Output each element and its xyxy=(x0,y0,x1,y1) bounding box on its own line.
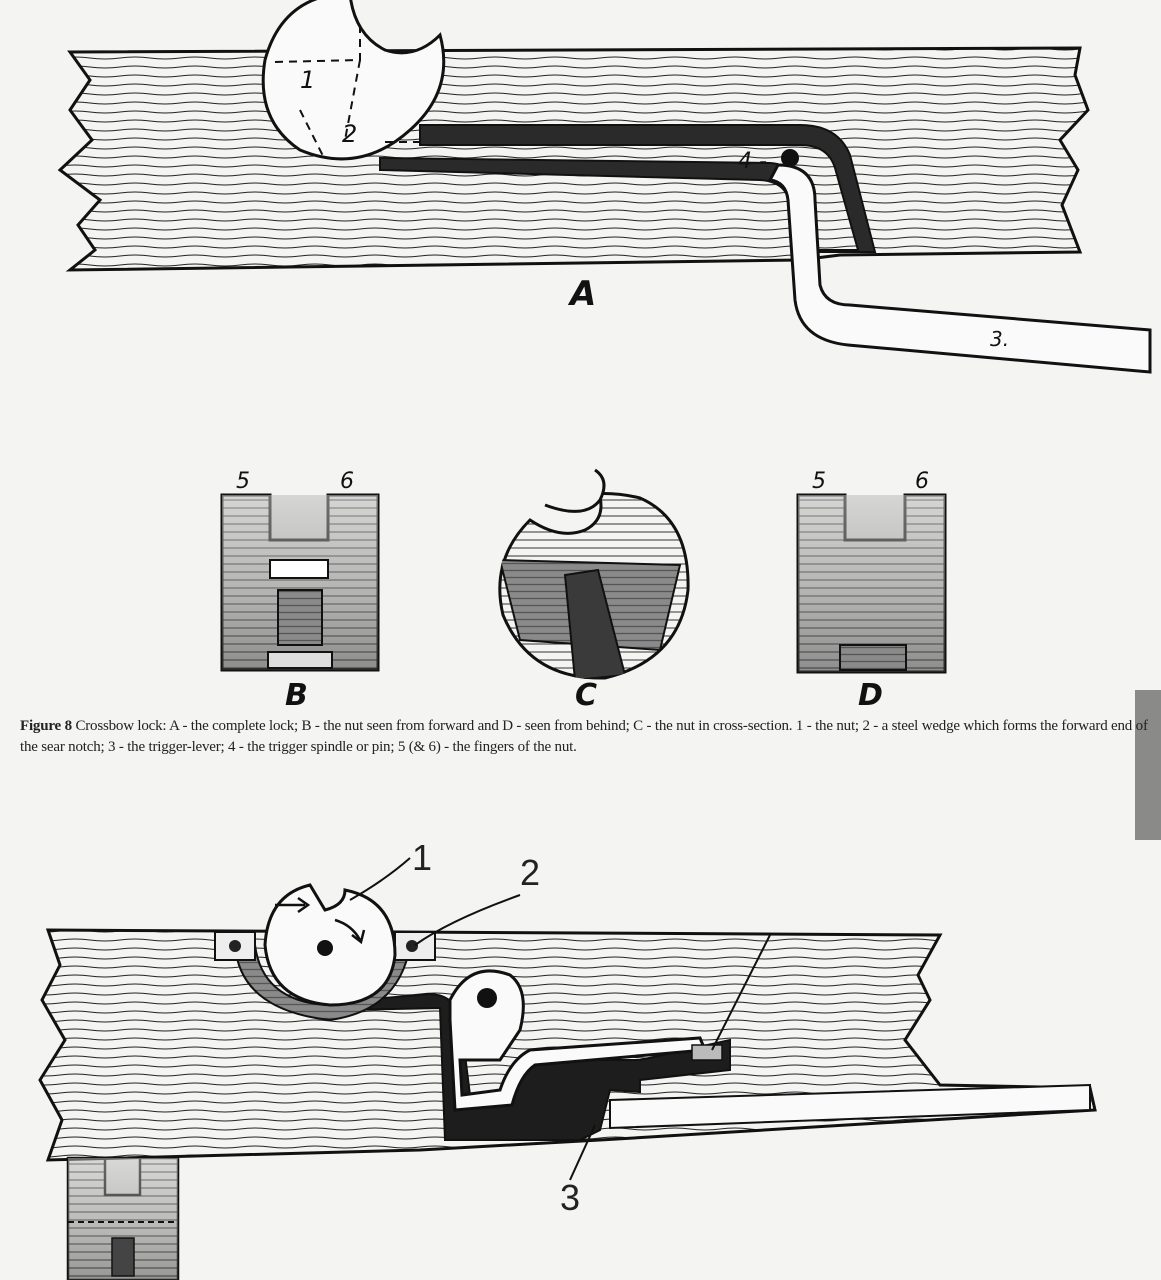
bottom-figure-callout-3: 3 xyxy=(560,1177,580,1218)
figure-d-finger-6: 6 xyxy=(915,469,929,494)
figure-a-callout-4: 4 - xyxy=(738,149,767,174)
figure-b-finger-6: 6 xyxy=(340,469,354,494)
page-edge-shadow xyxy=(1135,690,1161,840)
figure-a-nut xyxy=(261,0,446,161)
figure-d-finger-5: 5 xyxy=(812,469,826,494)
figure-a-label: A xyxy=(567,274,596,314)
bottom-figure-arrow-rotate xyxy=(334,918,366,945)
figure-a-callout-1: 1 xyxy=(300,66,315,94)
figure-caption: Figure 8 Crossbow lock: A - the complete… xyxy=(20,716,1150,758)
figure-c-nut-cross-section xyxy=(498,468,690,680)
bottom-figure-callout-2: 2 xyxy=(520,852,540,893)
figure-a-trigger-lever xyxy=(767,163,1152,374)
figure-b-nut-forward xyxy=(220,493,380,672)
bottom-figure-pin xyxy=(477,988,497,1008)
figure-a-callout-3: 3. xyxy=(990,327,1009,351)
figure-b-label: B xyxy=(285,678,308,713)
figure-c-label: C xyxy=(575,678,597,713)
figure-d-label: D xyxy=(858,678,883,713)
caption-figure-number: Figure 8 xyxy=(20,718,72,734)
figure-a-stock xyxy=(57,46,1090,272)
figure-b-finger-5: 5 xyxy=(236,469,250,494)
bottom-figure-callout-1: 1 xyxy=(412,837,432,878)
bottom-figure-inset-nut xyxy=(66,1156,180,1280)
figure-d-nut-behind xyxy=(796,493,947,674)
bottom-figure-trigger-lever xyxy=(448,969,708,1112)
bottom-figure-arrow-push xyxy=(275,896,311,914)
figure-a-trigger-pin xyxy=(781,149,799,167)
caption-text: Crossbow lock: A - the complete lock; B … xyxy=(20,718,1148,755)
bottom-figure-trigger-bar xyxy=(609,1083,1091,1130)
figure-a-callout-2: 2 xyxy=(342,120,357,148)
